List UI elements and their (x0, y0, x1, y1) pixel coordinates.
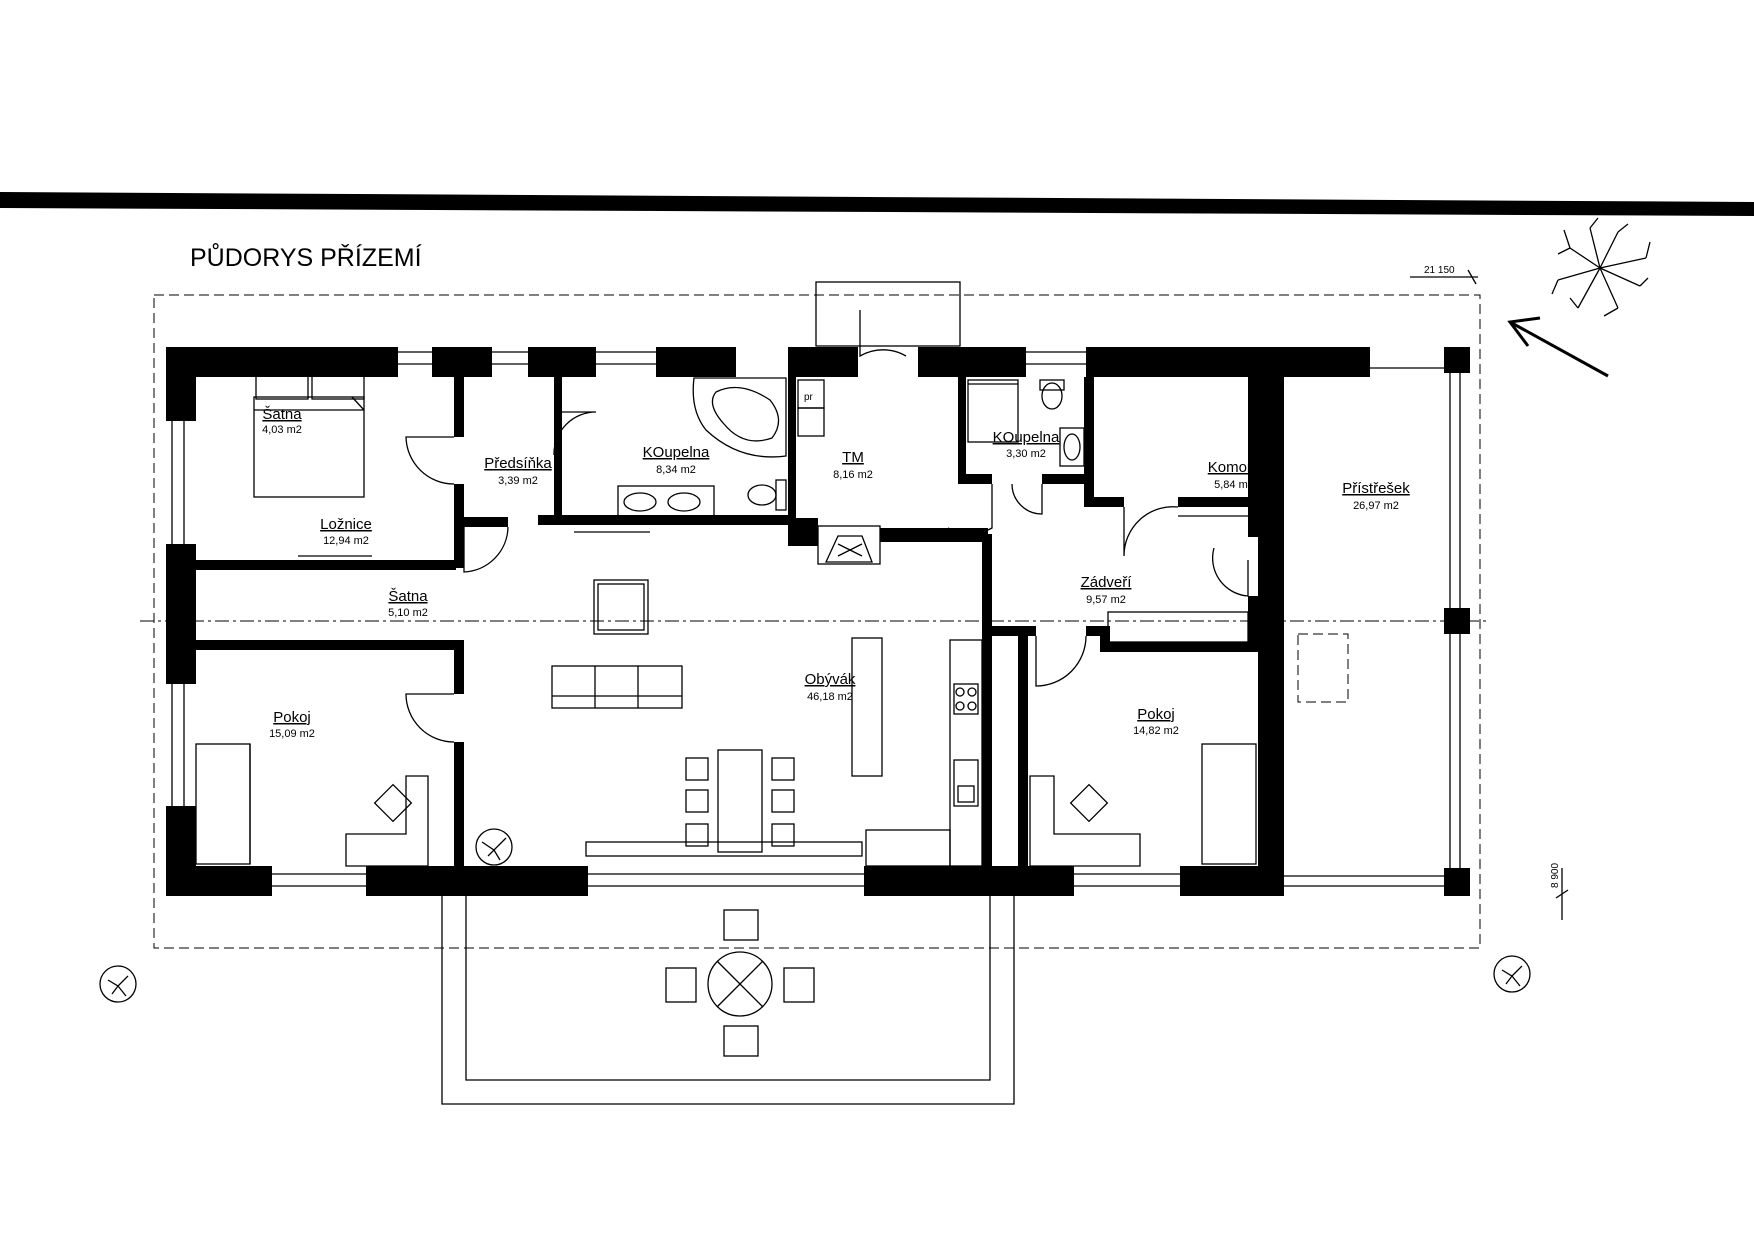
outer-walls (166, 347, 1470, 896)
kitchen-island (851, 637, 883, 777)
svg-text:Zádveří: Zádveří (1081, 574, 1133, 591)
svg-text:Přístřešek: Přístřešek (1342, 480, 1410, 497)
doors (405, 281, 1249, 743)
svg-text:Obývák: Obývák (805, 671, 856, 688)
svg-text:3,39 m2: 3,39 m2 (498, 475, 538, 487)
kitchen-counter (949, 639, 983, 867)
svg-text:9,57 m2: 9,57 m2 (1086, 594, 1126, 606)
dimension-depth: 8 900 (1550, 863, 1569, 920)
washer-box: pr (797, 379, 825, 437)
property-boundary (0, 192, 1754, 216)
room-label-obyvak: Obývák 46,18 m2 (805, 671, 856, 703)
shower-small (967, 379, 1019, 443)
desk-left-room (345, 775, 429, 867)
room-label-satna-mid: Šatna 5,10 m2 (388, 588, 428, 619)
room-label-pokoj-right: Pokoj 14,82 m2 (1133, 706, 1179, 737)
terrace (441, 896, 1015, 1105)
svg-text:4,03 m2: 4,03 m2 (262, 424, 302, 436)
fireplace (817, 525, 881, 565)
sinks-large-bath (617, 485, 715, 517)
toilet-large-bath (747, 479, 787, 511)
carport-outline (1284, 367, 1461, 887)
toilet-small (1039, 379, 1065, 410)
shrub-icon (99, 955, 1531, 1003)
dimension-width: 21 150 (1410, 265, 1478, 285)
interior-walls (196, 377, 1258, 866)
sink-small (1059, 427, 1085, 467)
svg-text:Pokoj: Pokoj (1137, 706, 1175, 723)
svg-text:Komora: Komora (1208, 459, 1261, 476)
svg-text:15,09 m2: 15,09 m2 (269, 728, 315, 740)
svg-text:3,30 m2: 3,30 m2 (1006, 448, 1046, 460)
north-arrow-icon (1507, 316, 1609, 378)
svg-text:5,10 m2: 5,10 m2 (388, 607, 428, 619)
room-label-pokoj-left: Pokoj 15,09 m2 (269, 709, 315, 740)
hallway-wardrobe (1107, 611, 1249, 643)
svg-text:Šatna: Šatna (262, 406, 302, 423)
svg-text:Ložnice: Ložnice (320, 516, 372, 533)
tree-icon (1551, 217, 1651, 317)
bed-double (253, 374, 365, 498)
svg-text:TM: TM (842, 449, 864, 466)
svg-text:12,94 m2: 12,94 m2 (323, 535, 369, 547)
sideboard (865, 829, 951, 867)
svg-text:8,16 m2: 8,16 m2 (833, 469, 873, 481)
sofa (551, 665, 683, 709)
room-label-loznice: Ložnice 12,94 m2 (320, 516, 372, 547)
room-label-komora: Komora 5,84 m2 (1208, 459, 1261, 491)
svg-text:Pokoj: Pokoj (273, 709, 311, 726)
room-label-zadveri: Zádveří 9,57 m2 (1081, 574, 1133, 606)
drawing-title: PŮDORYS PŘÍZEMÍ (190, 241, 422, 272)
svg-text:46,18 m2: 46,18 m2 (807, 691, 853, 703)
bed-right-room (1201, 743, 1257, 865)
dining-table (685, 749, 795, 853)
svg-text:KOupelna: KOupelna (643, 444, 710, 461)
svg-text:5,84 m2: 5,84 m2 (1214, 479, 1254, 491)
bed-left-room (195, 743, 251, 865)
svg-text:8 900: 8 900 (1550, 863, 1561, 888)
svg-text:26,97 m2: 26,97 m2 (1353, 500, 1399, 512)
fixture-label-pr: pr (804, 392, 814, 403)
svg-text:Šatna: Šatna (388, 588, 428, 605)
room-label-koupelna-large: KOupelna 8,34 m2 (643, 444, 710, 476)
desk-right-room (1029, 775, 1141, 867)
svg-text:Předsíňka: Předsíňka (484, 455, 552, 472)
svg-text:8,34 m2: 8,34 m2 (656, 464, 696, 476)
svg-text:21 150: 21 150 (1424, 265, 1455, 276)
room-label-predsinka: Předsíňka 3,39 m2 (484, 455, 552, 487)
potted-plant (475, 828, 513, 866)
window-bench (585, 841, 863, 857)
room-label-tm: TM 8,16 m2 (833, 449, 873, 481)
windows (171, 351, 1180, 887)
room-label-pristresek: Přístřešek 26,97 m2 (1342, 480, 1410, 512)
room-label-koupelna-small: KOupelna 3,30 m2 (993, 429, 1060, 460)
bathtub (692, 377, 787, 458)
room-label-satna-top: Šatna 4,03 m2 (262, 406, 302, 436)
svg-text:KOupelna: KOupelna (993, 429, 1060, 446)
armchair-square (593, 579, 649, 635)
svg-text:14,82 m2: 14,82 m2 (1133, 725, 1179, 737)
